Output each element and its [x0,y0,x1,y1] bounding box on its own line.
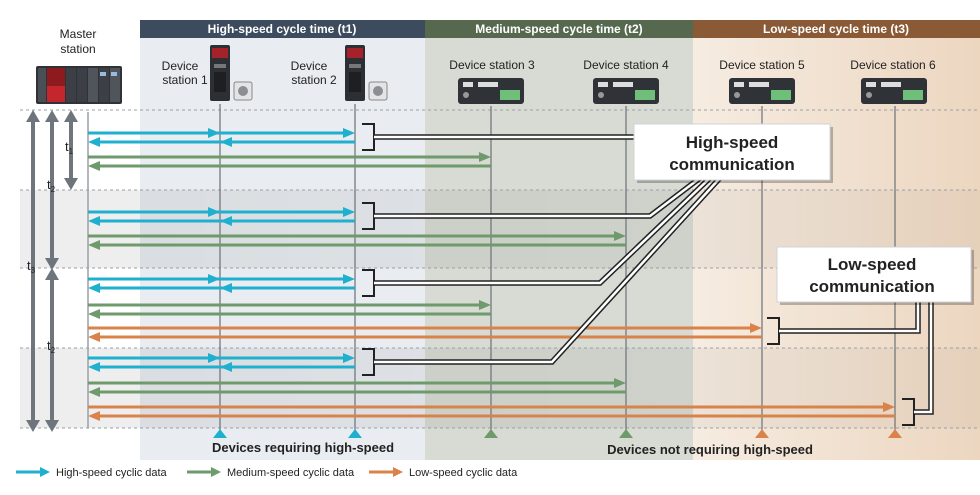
t2-label-lower: t2 [47,338,56,355]
low-speed-callout-line1: Low-speed [828,255,917,274]
marker-device-6 [888,429,902,438]
time-axis [26,110,78,432]
high-speed-callout-line1: High-speed [686,133,779,152]
outbound-arrowhead-16-0 [614,378,626,388]
return-arrowhead-7 [88,240,100,250]
zone-title-high: High-speed cycle time (t1) [208,22,357,36]
outbound-arrowhead-14-1 [343,353,355,363]
device-3-label: Device station 3 [449,58,535,72]
legend-medium-label: Medium-speed cyclic data [227,467,355,479]
master-label-line1: Master [60,27,97,41]
device-5-label: Device station 5 [719,58,805,72]
legend-low-label: Low-speed cyclic data [409,467,518,479]
marker-device-1 [213,429,227,438]
return-arrowhead-mid-1 [220,137,232,147]
device-3-module [458,78,524,104]
cyclic-data-arrows [88,128,895,421]
zone-title-medium: Medium-speed cycle time (t2) [475,22,642,36]
legend: High-speed cyclic data Medium-speed cycl… [16,467,518,479]
outbound-arrowhead-0-0 [208,128,220,138]
device-2-label-line2: station 2 [291,73,337,87]
legend-high: High-speed cyclic data [16,467,168,479]
return-arrowhead-3 [88,161,100,171]
t1-label: t1 [65,139,74,156]
return-arrowhead-mid-9 [220,283,232,293]
high-speed-leaders-inner [374,135,721,364]
return-arrowhead-5 [88,216,100,226]
return-arrowhead-17 [88,387,100,397]
zone-title-low: Low-speed cycle time (t3) [763,22,909,36]
devices-not-requiring-label: Devices not requiring high-speed [607,442,813,457]
return-arrowhead-mid-15 [220,362,232,372]
outbound-arrowhead-14-0 [208,353,220,363]
outbound-arrowhead-4-0 [208,207,220,217]
return-arrowhead-19 [88,411,100,421]
device-4-module [593,78,659,104]
device-1-module [210,45,253,101]
legend-medium: Medium-speed cyclic data [187,467,355,479]
outbound-arrowhead-8-0 [208,274,220,284]
low-speed-callout: Low-speed communication [776,246,974,305]
device-4-label: Device station 4 [583,58,669,72]
bottom-markers [213,429,902,438]
outbound-arrowhead-0-1 [343,128,355,138]
outbound-arrowhead-18-0 [883,402,895,412]
low-speed-leaders-inner [779,302,933,414]
zone-header-low [693,20,980,38]
t3-label: t3 [27,258,36,275]
return-arrowhead-11 [88,309,100,319]
outbound-arrowhead-6-0 [614,231,626,241]
device-6-module [861,78,927,104]
marker-device-4 [619,429,633,438]
return-arrowhead-1 [88,137,100,147]
outbound-arrowhead-12-0 [750,323,762,333]
device-6-label: Device station 6 [850,58,936,72]
marker-device-3 [484,429,498,438]
return-arrowhead-13 [88,332,100,342]
device-5-module [729,78,795,104]
return-arrowhead-15 [88,362,100,372]
return-arrowhead-9 [88,283,100,293]
outbound-arrowhead-2-0 [479,152,491,162]
device-2-module [345,45,388,101]
legend-low: Low-speed cyclic data [369,467,518,479]
legend-high-label: High-speed cyclic data [56,467,168,479]
t2-label-upper: t2 [47,177,56,194]
device-2-label-line1: Device [291,59,328,73]
outbound-arrowhead-4-1 [343,207,355,217]
low-speed-callout-line2: communication [809,277,935,296]
devices-requiring-label: Devices requiring high-speed [212,440,394,455]
device-1-label-line1: Device [162,59,199,73]
zone-header-high [140,20,425,38]
master-station-plc [36,66,122,104]
marker-device-2 [348,429,362,438]
master-label-line2: station [60,42,95,56]
outbound-arrowhead-8-1 [343,274,355,284]
high-speed-callout-line2: communication [669,155,795,174]
marker-device-5 [755,429,769,438]
outbound-arrowhead-10-0 [479,300,491,310]
device-1-label-line2: station 1 [162,73,208,87]
high-speed-callout: High-speed communication [633,123,833,183]
return-arrowhead-mid-5 [220,216,232,226]
zone-header-medium [425,20,693,38]
